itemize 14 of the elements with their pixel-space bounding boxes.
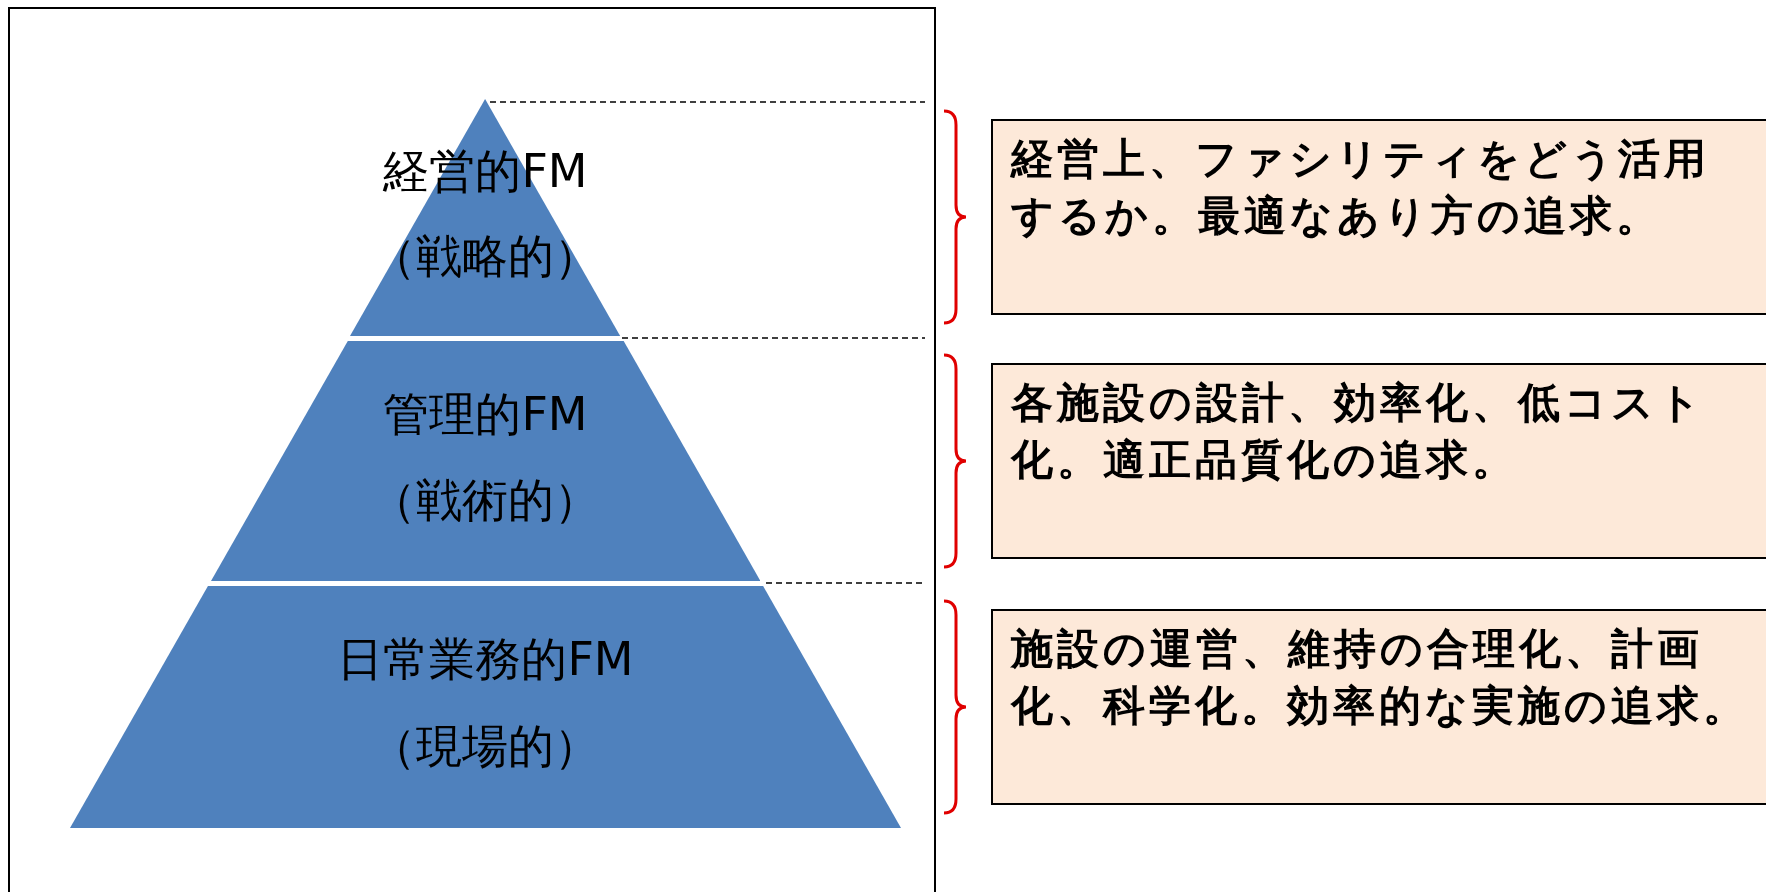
level-subtitle: （戦術的）	[369, 473, 602, 529]
pyramid-level	[210, 341, 761, 581]
description-box	[991, 119, 1766, 315]
pyramid-level	[350, 99, 621, 336]
level-subtitle: （戦略的）	[369, 229, 602, 285]
pyramid-level	[69, 586, 901, 828]
description-box	[991, 363, 1766, 559]
description-box	[991, 609, 1766, 805]
description-text: 各施設の設計、効率化、低コスト化。適正品質化の追求。	[1011, 377, 1706, 486]
level-title: 管理的FM	[382, 387, 589, 443]
level-subtitle: （現場的）	[369, 719, 602, 775]
description-text: 経営上、ファシリティをどう活用するか。最適なあり方の追求。	[1011, 133, 1711, 242]
description-text: 施設の運営、維持の合理化、計画化、科学化。効率的な実施の追求。	[1011, 623, 1750, 732]
level-title: 日常業務的FM	[336, 632, 635, 688]
